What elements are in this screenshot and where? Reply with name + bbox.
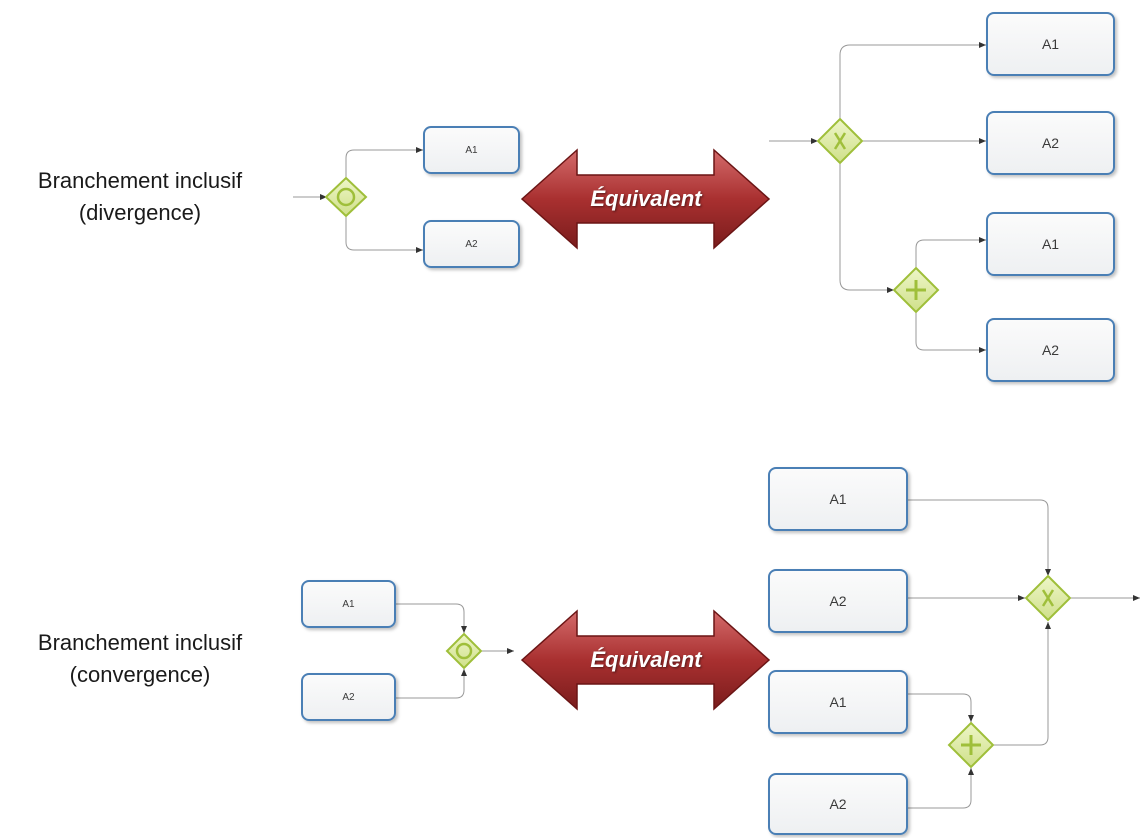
- convergence-label: Branchement inclusif (convergence): [0, 627, 280, 691]
- divergence-label: Branchement inclusif (divergence): [0, 165, 280, 229]
- equivalence-arrow-bottom: [520, 609, 771, 711]
- task-a1-convergence-left[interactable]: A1: [301, 580, 396, 628]
- task-a2-divergence-right-1[interactable]: A2: [986, 111, 1115, 175]
- task-a1-convergence-right-2[interactable]: A1: [768, 670, 908, 734]
- plus-icon: [906, 280, 926, 300]
- parallel-gateway-convergence: [947, 721, 995, 769]
- plus-icon: [961, 735, 981, 755]
- equivalent-label-bottom: Équivalent: [590, 647, 702, 672]
- equivalent-label-top: Équivalent: [590, 186, 702, 211]
- task-a2-divergence-right-2[interactable]: A2: [986, 318, 1115, 382]
- parallel-gateway-divergence: [892, 266, 940, 314]
- exclusive-gateway-convergence: [1024, 574, 1072, 622]
- circle-icon: [336, 187, 356, 207]
- inclusive-gateway-divergence: [324, 176, 368, 218]
- convergence-right-flows: [908, 499, 1140, 809]
- convergence-label-line1: Branchement inclusif: [37, 630, 243, 655]
- inclusive-gateway-convergence: [445, 632, 483, 670]
- x-icon: [1041, 589, 1055, 607]
- task-a2-convergence-right-1[interactable]: A2: [768, 569, 908, 633]
- task-a2-divergence-left[interactable]: A2: [423, 220, 520, 268]
- circle-icon: [455, 642, 473, 660]
- divergence-label-line2: (divergence): [78, 200, 202, 225]
- task-a2-convergence-left[interactable]: A2: [301, 673, 396, 721]
- task-a1-divergence-right-1[interactable]: A1: [986, 12, 1115, 76]
- task-a1-convergence-right-1[interactable]: A1: [768, 467, 908, 531]
- divergence-left-flows: [293, 147, 423, 253]
- task-a2-convergence-right-2[interactable]: A2: [768, 773, 908, 835]
- task-a1-divergence-left[interactable]: A1: [423, 126, 520, 174]
- exclusive-gateway-divergence: [816, 117, 864, 165]
- convergence-left-flows: [394, 603, 514, 699]
- divergence-right-flows: [769, 42, 986, 353]
- equivalence-arrow-top: [520, 148, 771, 250]
- task-a1-divergence-right-2[interactable]: A1: [986, 212, 1115, 276]
- convergence-label-line2: (convergence): [69, 662, 211, 687]
- x-icon: [833, 132, 847, 150]
- divergence-label-line1: Branchement inclusif: [37, 168, 243, 193]
